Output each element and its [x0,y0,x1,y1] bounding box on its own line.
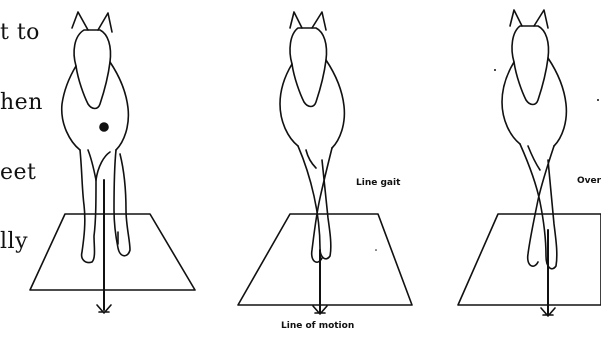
caption-line-gait: Line gait [356,178,400,188]
horse-illustration-3 [458,10,601,316]
caption-overtrack: Over [577,176,601,186]
horse-illustration-2 [238,12,412,314]
horse-illustration-1 [30,12,195,313]
ground-plane-1 [30,214,195,290]
caption-line-of-motion: Line of motion [281,321,354,331]
ground-plane-3 [458,214,601,305]
